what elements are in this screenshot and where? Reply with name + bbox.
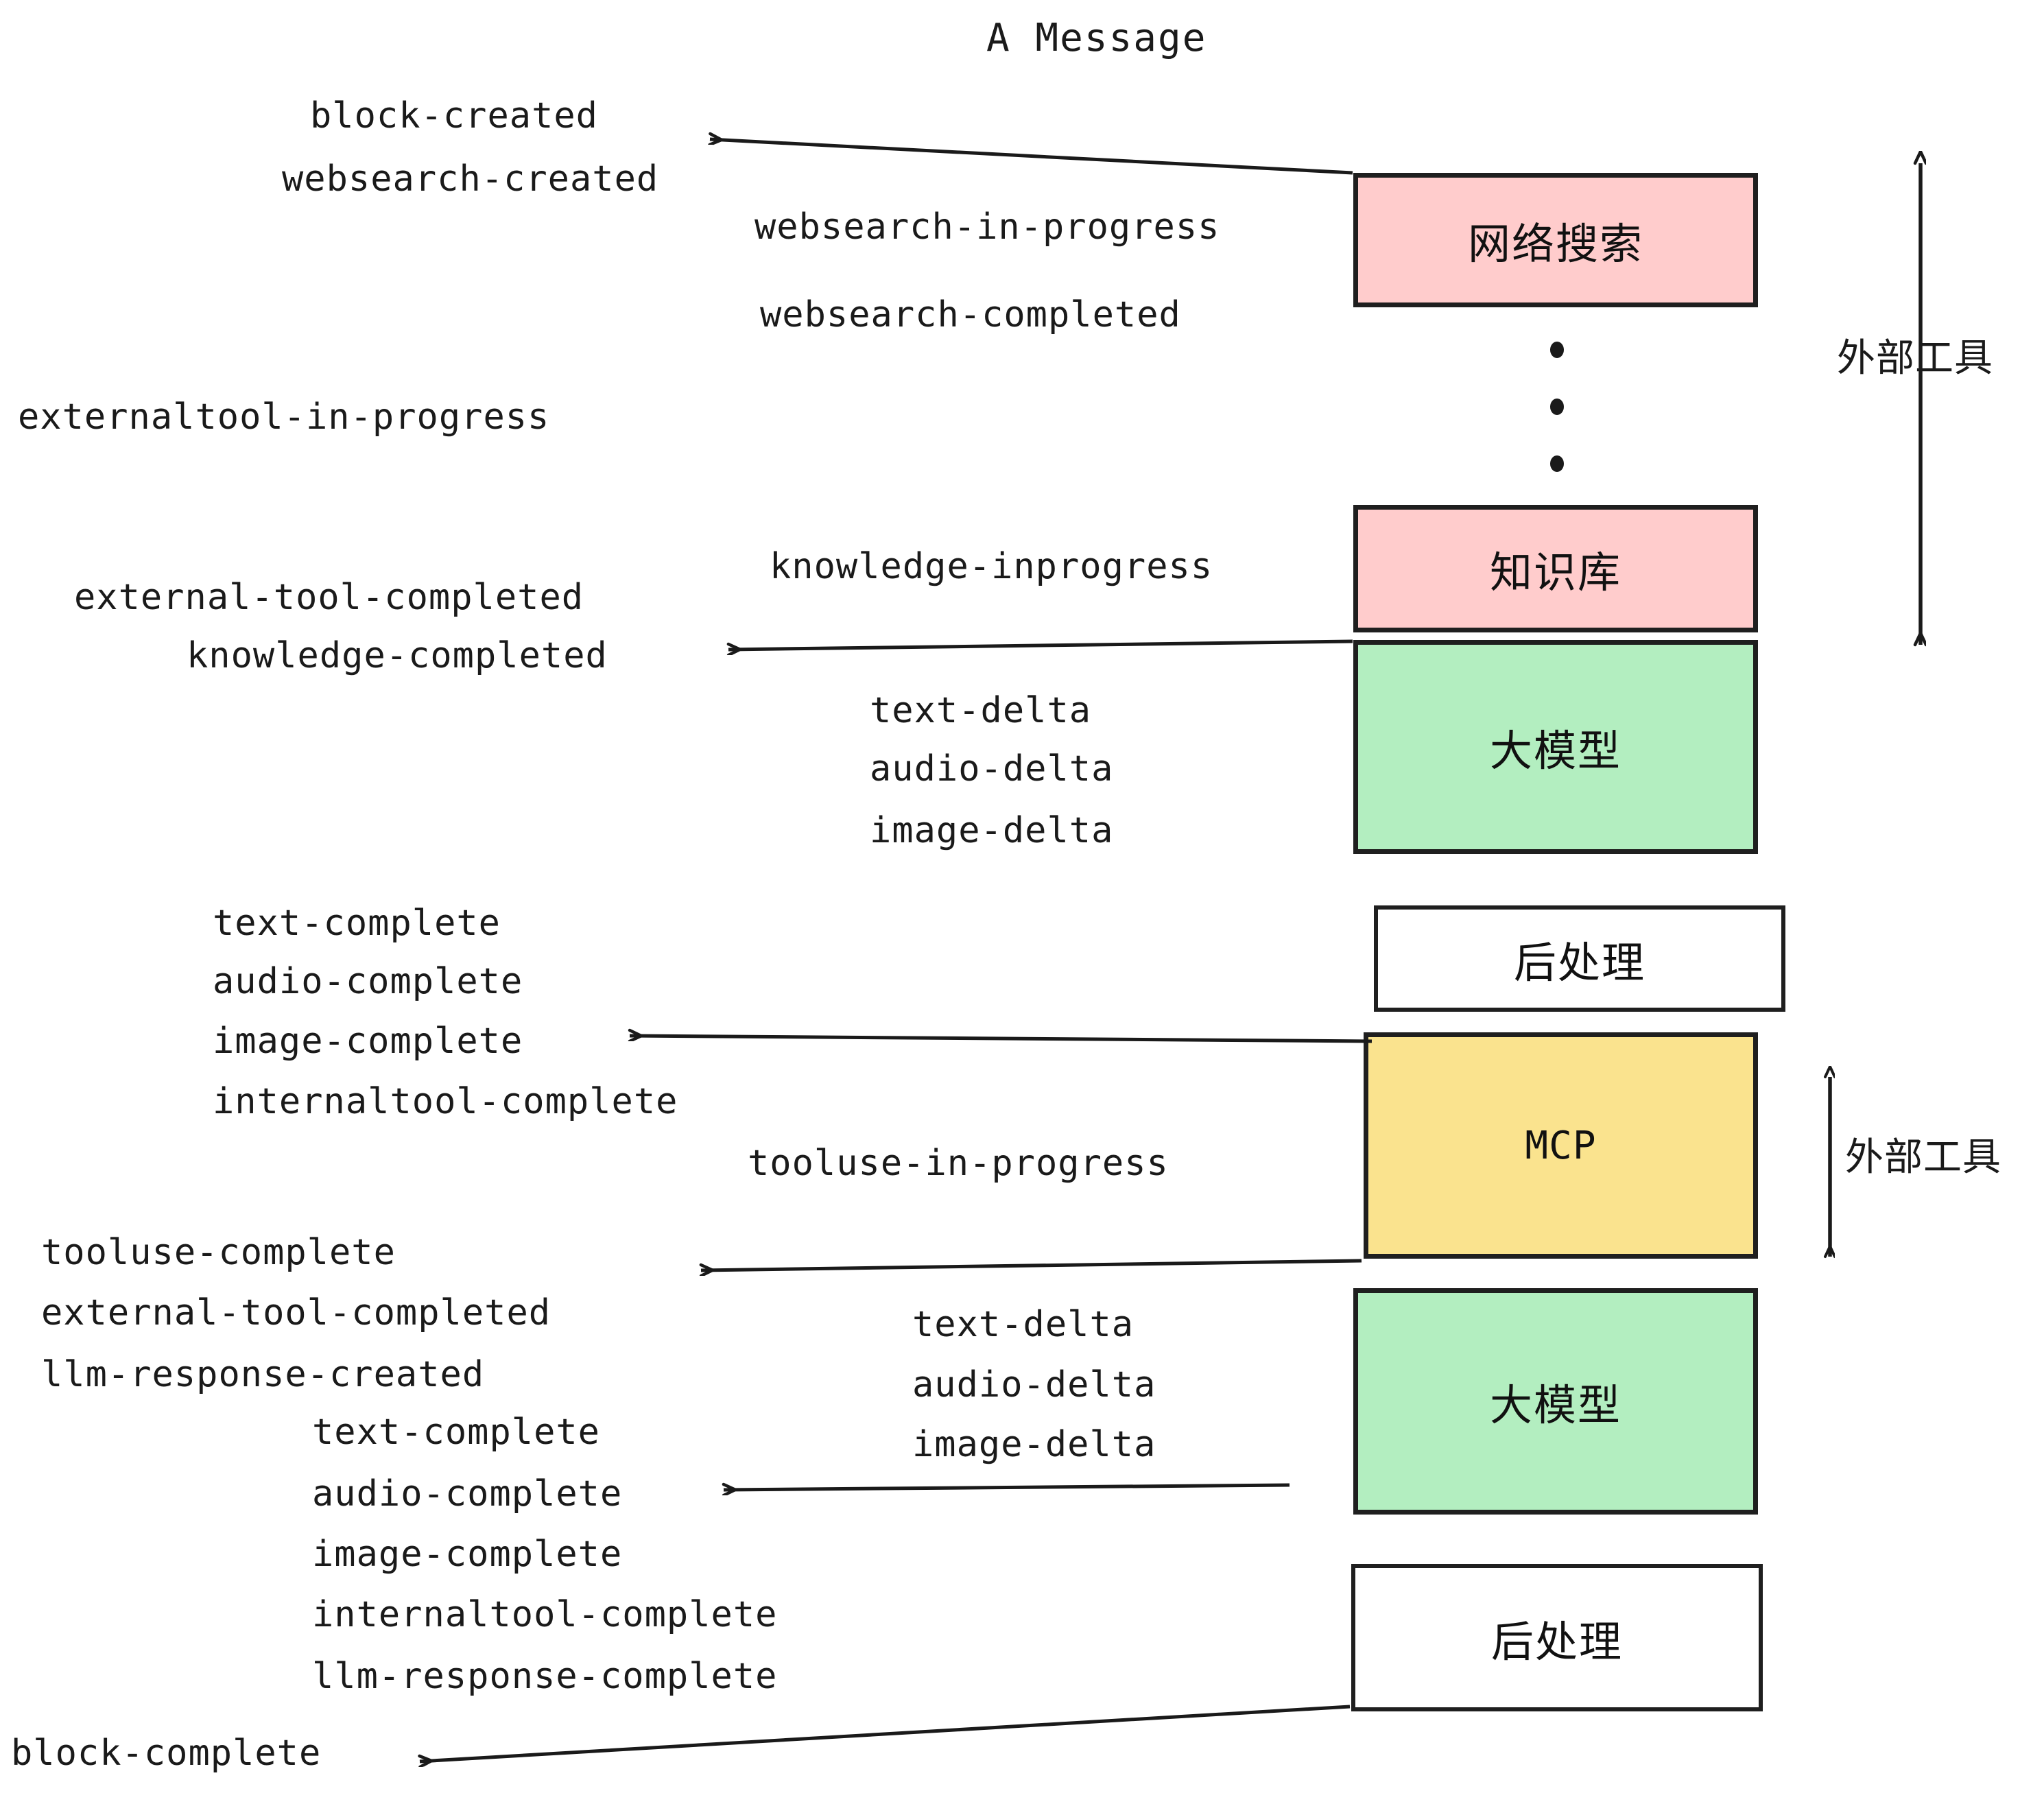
node-mcp[interactable]: MCP <box>1364 1032 1758 1259</box>
event-label-image-delta-2: image-delta <box>912 1424 1156 1465</box>
event-label-image-complete-2: image-complete <box>312 1534 623 1575</box>
side-label-external-tools-top: 外部工具 <box>1837 336 1993 381</box>
event-label-external-tool-completed-1: external-tool-completed <box>74 577 584 618</box>
event-label-audio-complete-1: audio-complete <box>213 961 523 1002</box>
node-knowledge-label: 知识库 <box>1489 547 1621 597</box>
event-label-audio-delta-1: audio-delta <box>870 748 1114 790</box>
event-label-tooluse-complete: tooluse-complete <box>41 1232 396 1273</box>
dot-3 <box>1550 455 1564 472</box>
page-title: A Message <box>986 16 1207 60</box>
node-mcp-label: MCP <box>1525 1123 1597 1168</box>
arrow-knowledge-to-knowledge-completed <box>728 639 1353 650</box>
event-label-internaltool-complete-2: internaltool-complete <box>312 1594 778 1635</box>
event-label-llm-response-complete: llm-response-complete <box>312 1656 778 1697</box>
event-label-text-delta-2: text-delta <box>912 1304 1134 1345</box>
node-postprocess-1[interactable]: 后处理 <box>1374 905 1785 1012</box>
side-label-external-tools-bottom: 外部工具 <box>1845 1135 2001 1180</box>
event-label-websearch-created: websearch-created <box>282 158 659 200</box>
dot-1 <box>1550 342 1564 358</box>
node-postprocess-2[interactable]: 后处理 <box>1351 1564 1763 1711</box>
node-websearch[interactable]: 网络搜索 <box>1353 173 1758 307</box>
event-label-text-delta-1: text-delta <box>870 690 1092 731</box>
event-label-websearch-completed: websearch-completed <box>760 294 1181 335</box>
arrow-websearch-to-block-created <box>710 139 1353 175</box>
node-postprocess-1-label: 后处理 <box>1513 937 1645 988</box>
event-label-text-complete-1: text-complete <box>213 903 501 944</box>
arrow-postprocess-to-image-complete <box>630 1036 1372 1043</box>
event-label-audio-delta-2: audio-delta <box>912 1364 1156 1405</box>
node-postprocess-2-label: 后处理 <box>1490 1616 1623 1667</box>
event-label-knowledge-inprogress: knowledge-inprogress <box>770 546 1213 587</box>
event-label-tooluse-in-progress: tooluse-in-progress <box>748 1143 1169 1184</box>
ellipsis-dots <box>1549 342 1565 472</box>
arrow-llm2-to-audio-complete <box>724 1485 1290 1490</box>
event-label-block-created: block-created <box>310 95 598 137</box>
event-label-text-complete-2: text-complete <box>312 1412 600 1453</box>
event-label-knowledge-completed: knowledge-completed <box>187 635 608 676</box>
event-label-audio-complete-2: audio-complete <box>312 1473 623 1515</box>
event-label-externaltool-in-progress: externaltool-in-progress <box>18 396 550 438</box>
event-label-image-complete-1: image-complete <box>213 1021 523 1062</box>
node-knowledge[interactable]: 知识库 <box>1353 505 1758 632</box>
event-label-internaltool-complete-1: internaltool-complete <box>213 1081 678 1122</box>
node-websearch-label: 网络搜索 <box>1467 219 1643 269</box>
node-llm-1-label: 大模型 <box>1489 726 1621 776</box>
node-llm-2-label: 大模型 <box>1489 1380 1621 1430</box>
event-label-llm-response-created: llm-response-created <box>41 1354 485 1395</box>
event-label-image-delta-1: image-delta <box>870 810 1114 851</box>
arrow-mcp-to-tooluse-complete <box>701 1259 1362 1270</box>
node-llm-2[interactable]: 大模型 <box>1353 1288 1758 1515</box>
dot-2 <box>1550 399 1564 415</box>
event-label-block-complete: block-complete <box>11 1733 322 1774</box>
event-label-external-tool-completed-2: external-tool-completed <box>41 1292 551 1333</box>
node-llm-1[interactable]: 大模型 <box>1353 640 1758 854</box>
arrow-postprocess2-to-block-complete <box>420 1705 1351 1761</box>
event-label-websearch-in-progress: websearch-in-progress <box>754 206 1220 248</box>
